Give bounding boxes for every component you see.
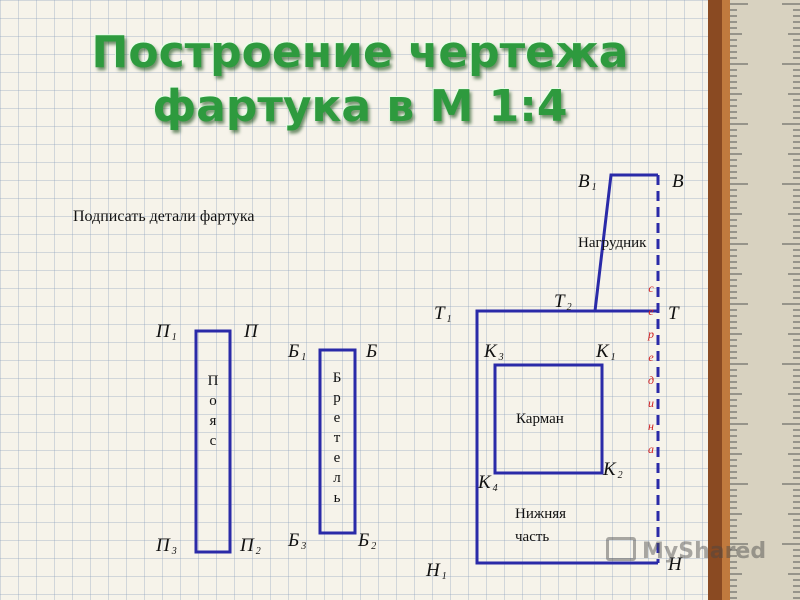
- title-line-2: фартука в М 1:4: [152, 81, 568, 132]
- ruler-decoration: [708, 0, 800, 600]
- watermark-logo-icon: [606, 537, 636, 561]
- center-fold-name: с е р е д и н а: [647, 281, 655, 456]
- bib-name: Нагрудник: [578, 235, 647, 251]
- ruler-ticks: [730, 3, 800, 599]
- watermark-text: MyShared: [642, 539, 767, 564]
- pocket-rect: [493, 363, 604, 475]
- watermark: MyShared: [606, 537, 766, 564]
- lower-part-line-2: часть: [515, 529, 550, 545]
- bib-outline: [593, 173, 658, 312]
- lower-part-line-1: Нижняя: [515, 506, 567, 522]
- label-n: Н: [668, 554, 682, 575]
- pocket-name: Карман: [516, 411, 564, 427]
- instruction-text: Подписать детали фартука: [73, 208, 255, 225]
- belt-rect: [194, 329, 232, 554]
- label-b: Б: [366, 341, 378, 362]
- strap-name: Б р е т е л ь: [332, 370, 342, 506]
- strap-rect: [318, 348, 357, 535]
- title-line-1: Построение чертежа: [91, 27, 629, 78]
- label-p: П: [244, 321, 258, 342]
- apron-lower-outline: [475, 309, 658, 565]
- belt-name: П о я с: [207, 373, 219, 449]
- label-v: В: [672, 171, 684, 192]
- page-title: Построение чертежа фартука в М 1:4: [60, 26, 660, 134]
- label-t: Т: [668, 303, 679, 324]
